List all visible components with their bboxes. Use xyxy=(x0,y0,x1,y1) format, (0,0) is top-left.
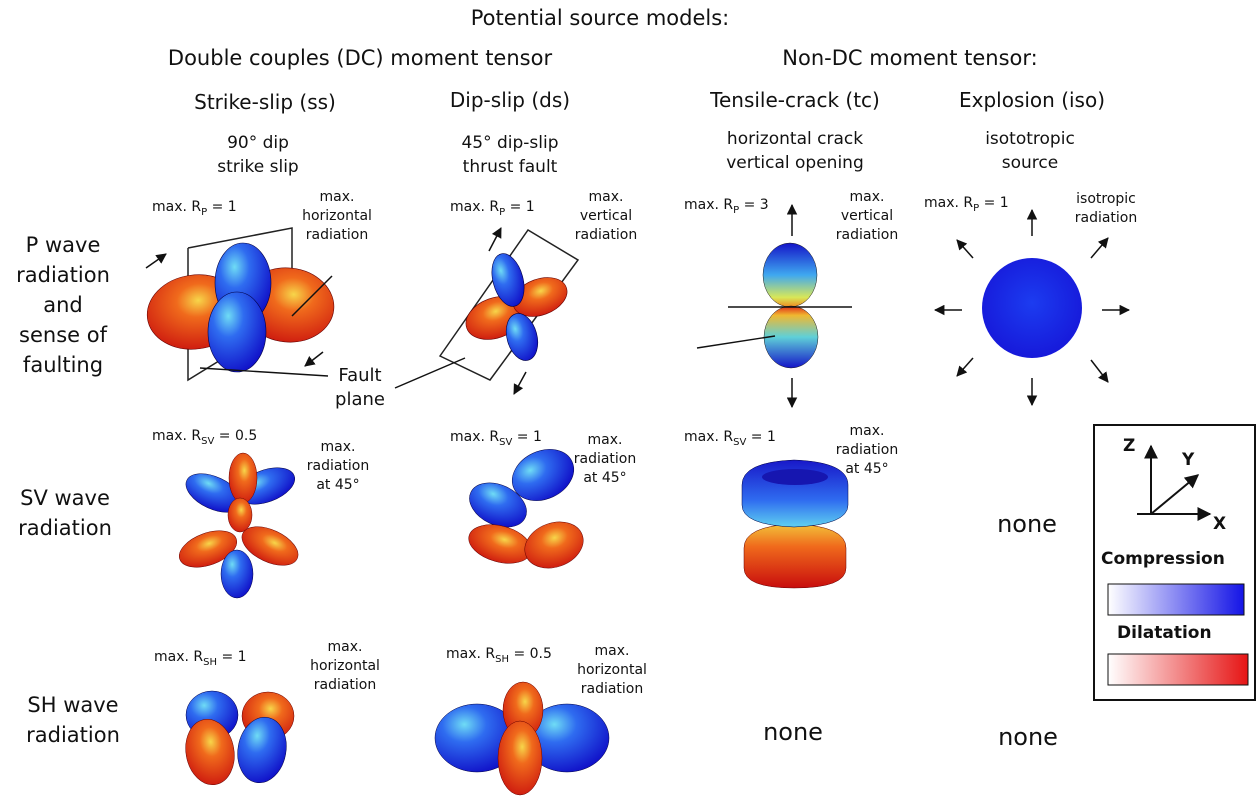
arrow-icon xyxy=(956,357,974,377)
col-tc-desc: horizontal crack vertical opening xyxy=(726,129,864,173)
arrow-icon xyxy=(145,253,167,269)
nondc-group-title: Non-DC moment tensor: xyxy=(782,46,1038,70)
ss-sv-max-label: max. RSV = 0.5 xyxy=(152,428,258,447)
legend-y-label: Y xyxy=(1182,450,1195,470)
ss-p-pattern xyxy=(145,227,335,382)
legend xyxy=(1093,424,1256,701)
figure-title: Potential source models: xyxy=(470,6,730,30)
arrow-icon xyxy=(1090,359,1109,383)
legend-z-label: Z xyxy=(1123,436,1136,456)
tc-sv-pattern xyxy=(741,459,849,589)
ds-sh-pattern xyxy=(434,681,610,796)
ds-sh-max-label: max. RSH = 0.5 xyxy=(446,646,552,665)
arrow-icon xyxy=(488,227,502,252)
ss-sv-pattern xyxy=(179,452,299,599)
arrow-icon xyxy=(1090,237,1109,259)
col-ss-desc: 90° dip strike slip xyxy=(217,133,299,177)
ss-sh-pattern xyxy=(185,690,295,786)
arrow-icon xyxy=(304,351,324,367)
col-ds-title: Dip-slip (ds) xyxy=(449,88,571,112)
row-label-p: P wave radiation and sense of faulting xyxy=(16,233,110,377)
ds-sv-max-label: max. RSV = 1 xyxy=(450,429,542,448)
row-label-sh: SH wave radiation xyxy=(26,693,120,747)
tc-sh-none: none xyxy=(763,718,823,746)
iso-sh-none: none xyxy=(998,723,1058,751)
tc-p-pattern xyxy=(696,203,852,409)
dilatation-colorbar xyxy=(1107,653,1249,686)
ds-sv-pattern xyxy=(468,449,584,569)
ds-p-max-label: max. RP = 1 xyxy=(450,199,535,218)
col-iso-title: Explosion (iso) xyxy=(958,88,1106,112)
iso-sv-none: none xyxy=(997,510,1057,538)
legend-compression-label: Compression xyxy=(1101,549,1225,569)
ss-p-max-label: max. RP = 1 xyxy=(152,199,237,218)
col-iso-desc: isototropic source xyxy=(985,129,1075,173)
col-ss-title: Strike-slip (ss) xyxy=(194,90,336,114)
iso-sphere xyxy=(982,258,1082,358)
row-label-sv: SV wave radiation xyxy=(18,486,112,540)
ss-sh-max-label: max. RSH = 1 xyxy=(154,649,247,668)
iso-p-max-label: max. RP = 1 xyxy=(924,195,1009,214)
legend-x-label: X xyxy=(1213,514,1227,534)
arrow-icon xyxy=(956,239,974,259)
iso-p-pattern xyxy=(933,208,1131,407)
col-ds-desc: 45° dip-slip thrust fault xyxy=(461,133,559,177)
col-tc-title: Tensile-crack (tc) xyxy=(710,88,880,112)
tc-p-max-label: max. RP = 3 xyxy=(684,197,769,216)
tc-sv-max-label: max. RSV = 1 xyxy=(684,429,776,448)
ds-p-pattern xyxy=(438,227,580,395)
legend-dilatation-label: Dilatation xyxy=(1117,623,1212,643)
dc-group-title: Double couples (DC) moment tensor xyxy=(167,46,553,70)
compression-colorbar xyxy=(1107,583,1245,616)
arrow-icon xyxy=(513,371,527,395)
y-axis-arrow-icon xyxy=(1150,474,1200,515)
